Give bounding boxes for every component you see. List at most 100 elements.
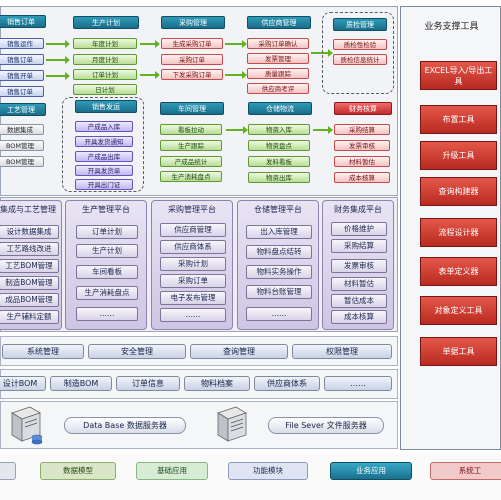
platform-item: 订单计划 (76, 225, 138, 239)
platform-item: 设计数据集成 (0, 225, 59, 239)
file-server-icon (217, 406, 247, 442)
flow-arrow (311, 49, 333, 57)
platform-item: 采购订单 (160, 274, 226, 288)
platform-item: 生产消耗盘点 (76, 286, 138, 300)
plan-item: 年度计划 (73, 38, 137, 49)
legend-system-tools: 系统工 (430, 462, 501, 480)
platform-item: 车间看板 (76, 265, 138, 279)
platform-item: 发票审核 (331, 259, 387, 273)
workshop-management-title: 车间管理 (160, 102, 224, 115)
platform-finance: 财务集成平台 价格维护 采购结算 发票审核 材料暂估 暂估成本 成本核算 (322, 200, 394, 330)
platform-title: 仓储管理平台 (254, 205, 302, 214)
delivery-item: 产成品出库 (75, 151, 133, 162)
legend-swatch-partial (0, 462, 16, 480)
platform-item: 价格维护 (331, 222, 387, 236)
query-management-button[interactable]: 查询管理 (190, 344, 288, 359)
platform-item: …… (160, 308, 226, 322)
legend-data-model: 数据模型 (40, 462, 116, 480)
purchase-item: 下发采购订单 (161, 69, 223, 80)
data-item: 供应商体系 (254, 376, 320, 391)
platform-title: 财务集成平台 (334, 205, 382, 214)
delivery-dashed-group (62, 97, 144, 192)
sales-item: 销售订单 (0, 54, 44, 65)
workshop-item: 看板拉动 (160, 124, 222, 135)
tool-form-definer[interactable]: 表单定义器 (420, 257, 497, 286)
tool-excel-import-export[interactable]: EXCEL导入/导出工具 (420, 61, 497, 90)
supplier-item: 供应商考评 (247, 83, 309, 94)
craft-item: BOM管理 (0, 156, 44, 167)
warehouse-logistics-title: 仓储物流 (248, 102, 312, 115)
workshop-item: 生产跟踪 (160, 140, 222, 151)
system-management-button[interactable]: 系统管理 (2, 344, 84, 359)
platform-item: 暂估成本 (331, 294, 387, 308)
quality-item: 质检信息统计 (333, 54, 387, 65)
delivery-item: 产成品入库 (75, 121, 133, 132)
flow-arrow (313, 126, 333, 134)
supplier-management-title: 供应商管理 (247, 16, 311, 29)
delivery-item: 开具发货通知 (75, 136, 133, 147)
database-server-label: Data Base 数据服务器 (64, 417, 186, 434)
quality-management-title: 质检管理 (333, 18, 387, 31)
production-plan-title: 生产计划 (73, 16, 139, 29)
platform-item: 工艺BOM管理 (0, 259, 59, 273)
platform-item: 成品BOM管理 (0, 293, 59, 307)
purchase-item: 生成采购订单 (161, 38, 223, 49)
supplier-item: 质量跟踪 (247, 68, 309, 79)
plan-item: 月度计划 (73, 54, 137, 65)
sales-item: 销售订单 (0, 86, 44, 97)
platform-item: 采购计划 (160, 257, 226, 271)
tool-object-definer[interactable]: 对象定义工具 (420, 296, 497, 325)
finance-item: 发票审核 (334, 140, 390, 151)
tools-panel-title: 业务支撑工具 (424, 22, 479, 32)
flow-arrow (140, 71, 160, 79)
security-management-button[interactable]: 安全管理 (88, 344, 186, 359)
flow-arrow (226, 126, 248, 134)
platform-purchase: 采购管理平台 供应商管理 供应商体系 采购计划 采购订单 电子发布管理 …… (151, 200, 233, 330)
finance-accounting-title: 财务核算 (334, 102, 392, 115)
platform-item: 物料实务操作 (246, 265, 312, 279)
platform-item: 工艺路线改进 (0, 242, 59, 256)
workshop-item: 生产消耗盘点 (160, 171, 222, 182)
purchase-item: 采购订单 (161, 54, 223, 65)
platform-item: 制造BOM管理 (0, 276, 59, 290)
workshop-item: 产成品统计 (160, 156, 222, 167)
platform-item: 物料台账管理 (246, 285, 312, 299)
craft-item: BOM管理 (0, 140, 44, 151)
quality-dashed-group (322, 12, 394, 94)
data-item: 物料档案 (184, 376, 250, 391)
flow-arrow (46, 40, 70, 48)
platform-title: 集成与工艺管理 (0, 205, 56, 214)
plan-item: 订单计划 (73, 69, 137, 80)
tool-query-builder[interactable]: 查询构建器 (420, 177, 497, 206)
platform-item: 材料暂估 (331, 277, 387, 291)
tool-layout[interactable]: 布置工具 (420, 105, 497, 134)
legend-basic-application: 基础应用 (136, 462, 208, 480)
finance-item: 成本核算 (334, 172, 390, 183)
finance-item: 采购结算 (334, 124, 390, 135)
warehouse-item: 物资入库 (248, 124, 310, 135)
permission-management-button[interactable]: 权限管理 (292, 344, 392, 359)
warehouse-item: 发料看板 (248, 156, 310, 167)
sales-delivery-title: 销售发运 (75, 100, 137, 113)
warehouse-item: 物资盘点 (248, 140, 310, 151)
tool-document[interactable]: 单据工具 (420, 337, 497, 366)
delivery-item: 开具出门证 (75, 179, 133, 190)
craft-item: 数据集成 (0, 124, 44, 135)
legend-function-module: 功能模块 (228, 462, 308, 480)
platform-warehouse: 仓储管理平台 出入库管理 物料盘点结转 物料实务操作 物料台账管理 …… (237, 200, 319, 330)
delivery-item: 开具发货单 (75, 165, 133, 176)
platform-item: …… (246, 307, 312, 321)
warehouse-item: 物资出库 (248, 172, 310, 183)
plan-item: 日计划 (73, 84, 137, 95)
data-item: 订单信息 (116, 376, 180, 391)
supplier-item: 采购订单确认 (247, 38, 309, 49)
platform-integration-craft: 集成与工艺管理 设计数据集成 工艺路线改进 工艺BOM管理 制造BOM管理 成品… (0, 200, 62, 330)
flow-arrow (225, 40, 247, 48)
platform-item: …… (76, 307, 138, 321)
supplier-item: 发票管理 (247, 53, 309, 64)
tool-upgrade[interactable]: 升级工具 (420, 141, 497, 170)
data-item: …… (324, 376, 392, 391)
tool-flow-designer[interactable]: 流程设计器 (420, 218, 497, 247)
finance-item: 材料暂估 (334, 156, 390, 167)
